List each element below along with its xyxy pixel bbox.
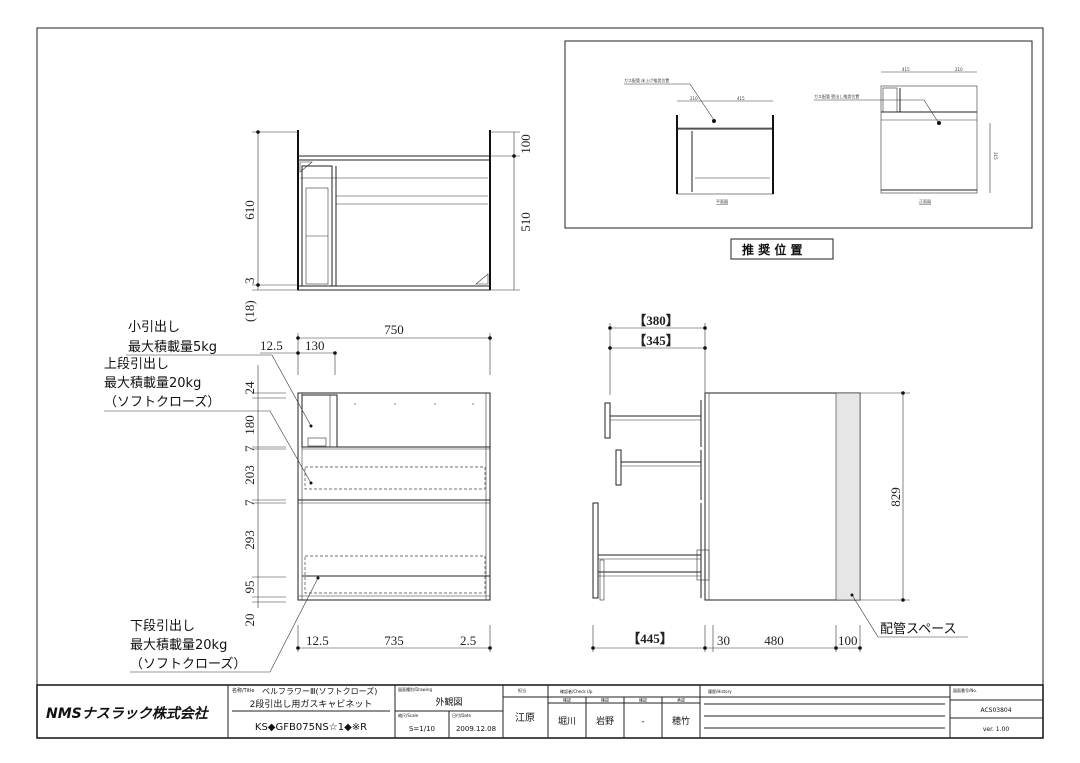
drawing-no-value: ACS03804 xyxy=(980,707,1011,714)
dim-inner: 510 xyxy=(518,212,533,232)
dim-bottom-right: 2.5 xyxy=(460,633,476,648)
drawing-no-label: 図面番号/No. xyxy=(953,687,977,693)
dim-left-5: 293 xyxy=(242,530,257,550)
dim-side-c: 100 xyxy=(838,633,858,648)
plan-view: 610 3 (18) 100 510 xyxy=(242,130,533,322)
callout-upper-drawer-load: 最大積載量20kg xyxy=(104,376,201,391)
dim-left-1: 180 xyxy=(242,415,257,435)
dim-back: 100 xyxy=(518,134,533,154)
inset-label: 推 奨 位 置 xyxy=(742,242,803,257)
inset-right-dim-1: 210 xyxy=(955,67,963,72)
callout-small-drawer-load: 最大積載量5kg xyxy=(128,340,217,355)
date-value: 2009.12.08 xyxy=(456,725,496,733)
dim-side-height: 829 xyxy=(888,487,903,507)
version: ver. 1.00 xyxy=(983,726,1010,733)
inset-right-height: 315 xyxy=(993,152,998,160)
check-col-3: 承認 xyxy=(677,697,685,703)
dim-depth: 610 xyxy=(242,200,257,220)
inset-right-dim-0: 415 xyxy=(902,67,910,72)
dim-top-gap: 3 xyxy=(242,278,257,285)
side-view: 【380】 【345】 829 【445】 30 480 100 配管スペース xyxy=(591,313,968,652)
history-label: 履歴/History xyxy=(708,688,732,694)
front-view: 750 12.5 130 24 180 7 203 7 293 95 20 12… xyxy=(242,322,492,652)
title-line2: 2段引出し用ガスキャビネット xyxy=(250,698,373,710)
pipe-space-label: 配管スペース xyxy=(880,622,956,637)
check-col-2: 確認 xyxy=(639,697,647,703)
inset-left-caption: 平面図 xyxy=(716,199,728,204)
inset-left-dim-0: 210 xyxy=(690,96,698,101)
callout-upper-drawer-note: （ソフトクローズ） xyxy=(104,394,220,410)
dim-bottom-left: 12.5 xyxy=(306,633,329,648)
dim-side: 12.5 xyxy=(260,338,283,353)
scale-label: 縮尺/Scale xyxy=(398,712,419,718)
inset-left-dim-1: 415 xyxy=(737,96,745,101)
dim-left-2: 7 xyxy=(242,445,257,452)
check-col-1: 確認 xyxy=(601,697,609,703)
callout-upper-drawer-title: 上段引出し xyxy=(104,357,169,372)
checker-0: 堀川 xyxy=(558,716,576,727)
date-label: 日付/Date xyxy=(452,712,471,718)
dim-bottom-gap: (18) xyxy=(242,300,257,322)
dim-left-0: 24 xyxy=(242,381,257,395)
inset-left-note: ガス配管 床上げ推奨位置 xyxy=(624,77,669,83)
dim-bottom-middle: 735 xyxy=(384,633,404,648)
callout-lower-drawer-note: （ソフトクローズ） xyxy=(130,656,246,672)
drafter-label: 担当 xyxy=(518,687,526,693)
title-block: NMSナスラック株式会社 名称/Title ベルフラワーⅢ(ソフトクローズ) 2… xyxy=(36,684,1044,739)
dim-left-6: 95 xyxy=(242,581,257,594)
dim-small-drawer: 130 xyxy=(305,338,325,353)
inset-right-note: ガス配管 壁出し推奨位置 xyxy=(814,93,859,99)
dim-side-extended: 【445】 xyxy=(627,631,673,646)
recommended-position-inset: 210 415 ガス配管 床上げ推奨位置 平面図 415 210 315 ガス配… xyxy=(564,40,1033,260)
title-label: 名称/Title xyxy=(232,687,254,694)
dim-side-a: 30 xyxy=(717,633,730,648)
dim-side-inner: 【345】 xyxy=(633,333,679,348)
checker-3: 穂竹 xyxy=(672,715,690,727)
model-number: KS◆GFB075NS☆1◆※R xyxy=(255,722,367,733)
company-logo: NMSナスラック株式会社 xyxy=(46,705,210,722)
callout-lower-drawer-load: 最大積載量20kg xyxy=(130,638,227,653)
dim-left-3: 203 xyxy=(242,465,257,485)
dim-left-4: 7 xyxy=(242,499,257,506)
inset-right-caption: 正面図 xyxy=(919,199,931,204)
callout-small-drawer-title: 小引出し xyxy=(128,320,180,335)
dim-width: 750 xyxy=(384,322,404,337)
drafter-name: 江原 xyxy=(515,712,535,724)
callout-lower-drawer-title: 下段引出し xyxy=(130,619,195,634)
title-line1: ベルフラワーⅢ(ソフトクローズ) xyxy=(262,686,377,696)
pipe-space xyxy=(835,392,861,601)
callouts: 小引出し 最大積載量5kg 上段引出し 最大積載量20kg （ソフトクローズ） … xyxy=(104,320,320,673)
checker-2: - xyxy=(641,717,644,727)
drawing-value: 外観図 xyxy=(435,696,462,708)
scale-value: S=1/10 xyxy=(409,725,435,733)
dim-side-b: 480 xyxy=(764,633,784,648)
dim-side-outer: 【380】 xyxy=(633,313,679,328)
check-label: 確認者/Check Up xyxy=(560,688,593,694)
check-col-0: 確認 xyxy=(563,697,571,703)
checker-1: 岩野 xyxy=(596,715,614,727)
drawing-label: 図面種別/Drawing xyxy=(398,686,432,692)
dim-left-7: 20 xyxy=(242,614,257,627)
